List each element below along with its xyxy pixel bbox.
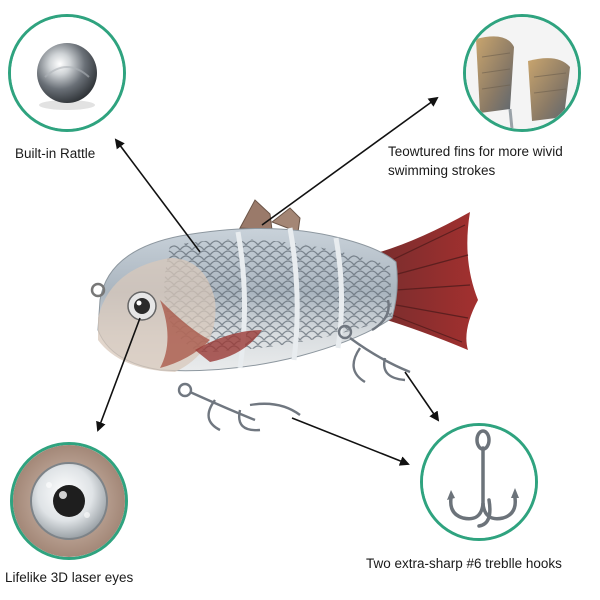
treble-hook-rear (337, 299, 411, 384)
hooks-callout (420, 423, 538, 541)
fish-body (97, 227, 398, 372)
eyes-label: Lifelike 3D laser eyes (5, 570, 134, 585)
treble-hook-icon (423, 426, 535, 538)
fins-label: Teowtured fins for more wivid swimming s… (388, 142, 563, 180)
arrow-eyes (96, 317, 141, 432)
fins-label-line-1: Teowtured fins for more wivid (388, 144, 563, 159)
steel-ball-icon (11, 17, 123, 129)
eyes-callout (10, 442, 128, 560)
arrow-hooks-front (291, 417, 410, 466)
fish-tail (380, 212, 478, 350)
fins-label-line-2: swimming strokes (388, 163, 496, 178)
laser-eye-icon (13, 445, 125, 557)
arrow-rattle (114, 138, 201, 253)
rattle-callout (8, 14, 126, 132)
arrow-hooks-rear (404, 371, 440, 422)
rattle-label: Built-in Rattle (15, 146, 96, 161)
fins-callout (463, 14, 581, 132)
treble-hook-front (177, 382, 301, 432)
fish-eye (127, 291, 157, 321)
textured-fin-icon (466, 17, 578, 129)
hooks-label: Two extra-sharp #6 treblle hooks (366, 556, 562, 571)
